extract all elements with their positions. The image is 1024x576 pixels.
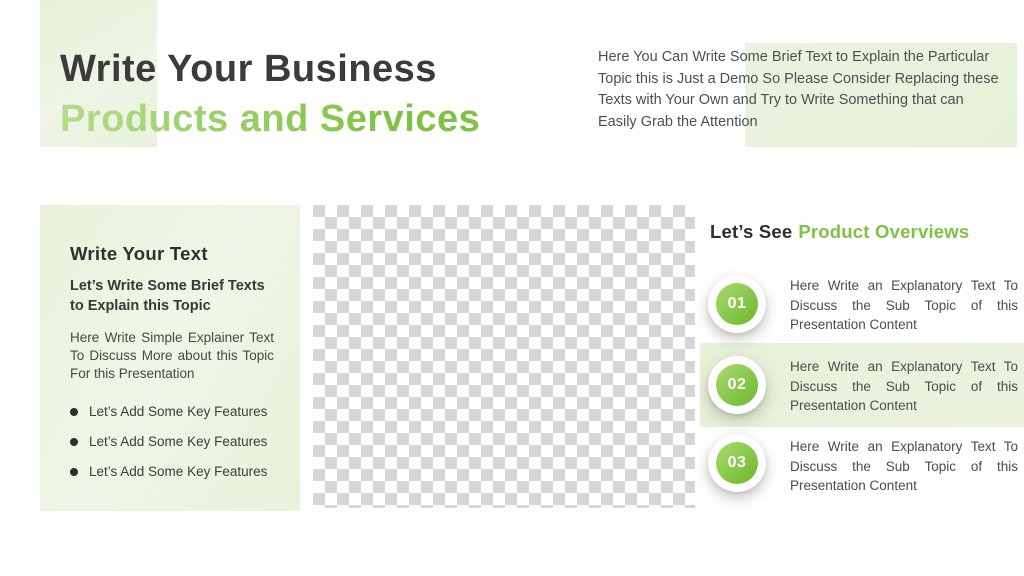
overview-number-badge-3: 03 (708, 434, 766, 492)
list-item-label: Let’s Add Some Key Features (89, 404, 268, 419)
overview-heading-dark: Let’s See (710, 221, 793, 242)
overview-number-badge-1: 01 (708, 275, 766, 333)
list-item: Let’s Add Some Key Features (70, 434, 274, 449)
bullet-dot-icon (70, 407, 78, 416)
overview-item-text-2: Here Write an Explanatory Text To Discus… (790, 359, 1018, 413)
bullet-dot-icon (70, 437, 78, 446)
overview-number-badge-2: 02 (708, 356, 766, 414)
left-panel-heading: Write Your Text (70, 243, 208, 264)
title-line-green: Products and Services (60, 94, 480, 144)
slide-title: Write Your Business Products and Service… (60, 44, 480, 144)
list-item: Let’s Add Some Key Features (70, 464, 274, 479)
intro-paragraph: Here You Can Write Some Brief Text to Ex… (598, 49, 999, 130)
deco-top-left-rect (40, 0, 157, 147)
overview-number-label: 03 (716, 442, 758, 484)
left-panel-subheading: Let’s Write Some Brief Texts to Explain … (70, 278, 265, 314)
list-item-label: Let’s Add Some Key Features (89, 464, 268, 479)
image-placeholder-checkerboard (313, 205, 695, 508)
overview-heading-green: Product Overviews (798, 221, 970, 242)
key-features-list: Let’s Add Some Key Features Let’s Add So… (70, 404, 274, 479)
overview-item-text-3: Here Write an Explanatory Text To Discus… (790, 439, 1018, 493)
overview-item-text-1: Here Write an Explanatory Text To Discus… (790, 278, 1018, 332)
deco-top-right-rect (745, 43, 1017, 147)
bullet-dot-icon (70, 467, 78, 476)
overview-number-label: 01 (716, 283, 758, 325)
overview-number-label: 02 (716, 364, 758, 406)
title-line-dark: Write Your Business (60, 48, 437, 90)
list-item: Let’s Add Some Key Features (70, 404, 274, 419)
left-text-panel: Write Your Text Let’s Write Some Brief T… (40, 205, 300, 511)
left-panel-paragraph: Here Write Simple Explainer Text To Disc… (70, 330, 274, 381)
list-item-label: Let’s Add Some Key Features (89, 434, 268, 449)
